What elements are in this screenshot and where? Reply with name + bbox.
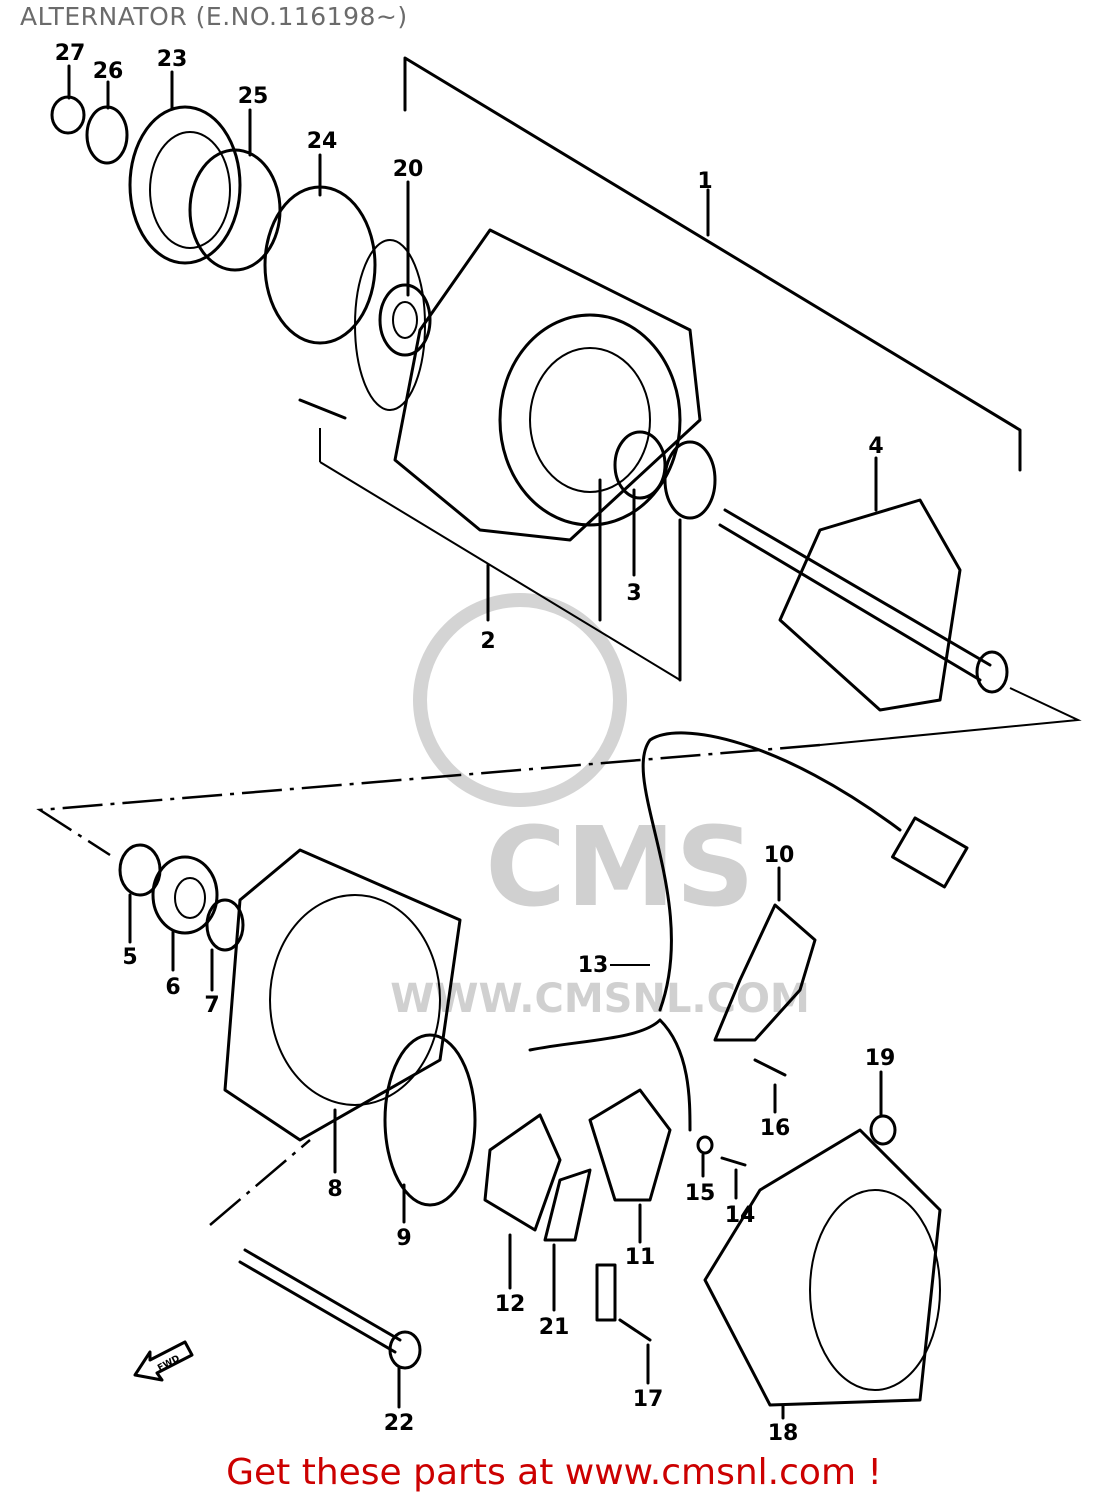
- part-20-bearing: [354, 180, 432, 411]
- part-number-labels: 27 26 23 25 24 20 1 4 2 3 10 5 6 7 13 19…: [55, 41, 896, 1446]
- part-8-end-frame: [223, 848, 462, 1174]
- part-19-nut: [869, 1070, 897, 1146]
- svg-text:WWW.CMSNL.COM: WWW.CMSNL.COM: [390, 976, 810, 1022]
- part-24-cover: [263, 153, 377, 345]
- part-label-7: 7: [204, 993, 219, 1018]
- svg-text:CMS: CMS: [485, 803, 754, 931]
- part-label-17: 17: [633, 1387, 664, 1412]
- part-6-bearing: [151, 855, 219, 972]
- part-23-pulley: [128, 70, 242, 265]
- bolt: [298, 398, 347, 420]
- part-label-14: 14: [725, 1203, 756, 1228]
- part-2-housing: [393, 228, 702, 622]
- part-label-4: 4: [868, 434, 883, 459]
- part-label-13: 13: [578, 953, 609, 978]
- part-label-1: 1: [697, 169, 712, 194]
- part-26-washer: [85, 80, 129, 165]
- part-22-through-bolt: [209, 1139, 422, 1409]
- part-16-screw: [753, 1058, 787, 1114]
- part-17-screw: [595, 1263, 652, 1385]
- part-label-3: 3: [626, 581, 641, 606]
- part-label-23: 23: [157, 47, 188, 72]
- part-label-20: 20: [393, 157, 424, 182]
- part-4-rotor: [718, 456, 1009, 712]
- part-14-screw: [720, 1156, 747, 1200]
- part-12-brush-holder: [483, 1113, 562, 1290]
- forward-arrow-icon: FWD: [133, 1340, 194, 1382]
- part-3-bearing: [598, 430, 717, 682]
- part-label-11: 11: [625, 1245, 656, 1270]
- part-label-10: 10: [764, 843, 795, 868]
- part-label-6: 6: [165, 975, 180, 1000]
- part-label-19: 19: [865, 1046, 896, 1071]
- part-11-regulator: [588, 1088, 672, 1244]
- cmsnl-watermark: CMS WWW.CMSNL.COM: [390, 593, 810, 1022]
- part-18-rear-cover: [703, 1128, 942, 1420]
- part-27-nut: [50, 64, 86, 135]
- part-label-25: 25: [238, 84, 269, 109]
- part-label-22: 22: [384, 1411, 415, 1436]
- part-label-9: 9: [396, 1226, 411, 1251]
- part-label-16: 16: [760, 1116, 791, 1141]
- part-label-21: 21: [539, 1315, 570, 1340]
- part-9-rectifier: [383, 1033, 477, 1224]
- part-label-18: 18: [768, 1421, 799, 1446]
- part-13-wire-harness: [528, 731, 969, 1132]
- part-label-27: 27: [55, 41, 86, 66]
- part-label-8: 8: [327, 1177, 342, 1202]
- assembly-bracket: [36, 56, 1082, 857]
- part-label-12: 12: [495, 1292, 526, 1317]
- part-label-26: 26: [93, 59, 124, 84]
- part-label-15: 15: [685, 1181, 716, 1206]
- diagram-title: ALTERNATOR (E.NO.116198~): [20, 2, 408, 31]
- part-10-bracket: [713, 866, 817, 1042]
- cmsnl-promo-link[interactable]: Get these parts at www.cmsnl.com !: [226, 1452, 882, 1493]
- part-7-ring: [205, 898, 245, 992]
- part-label-2: 2: [480, 629, 495, 654]
- part-21-insulator: [543, 1168, 592, 1312]
- svg-text:FWD: FWD: [156, 1354, 181, 1374]
- part-label-5: 5: [122, 945, 137, 970]
- part-15-washer: [696, 1135, 714, 1178]
- part-label-24: 24: [307, 129, 338, 154]
